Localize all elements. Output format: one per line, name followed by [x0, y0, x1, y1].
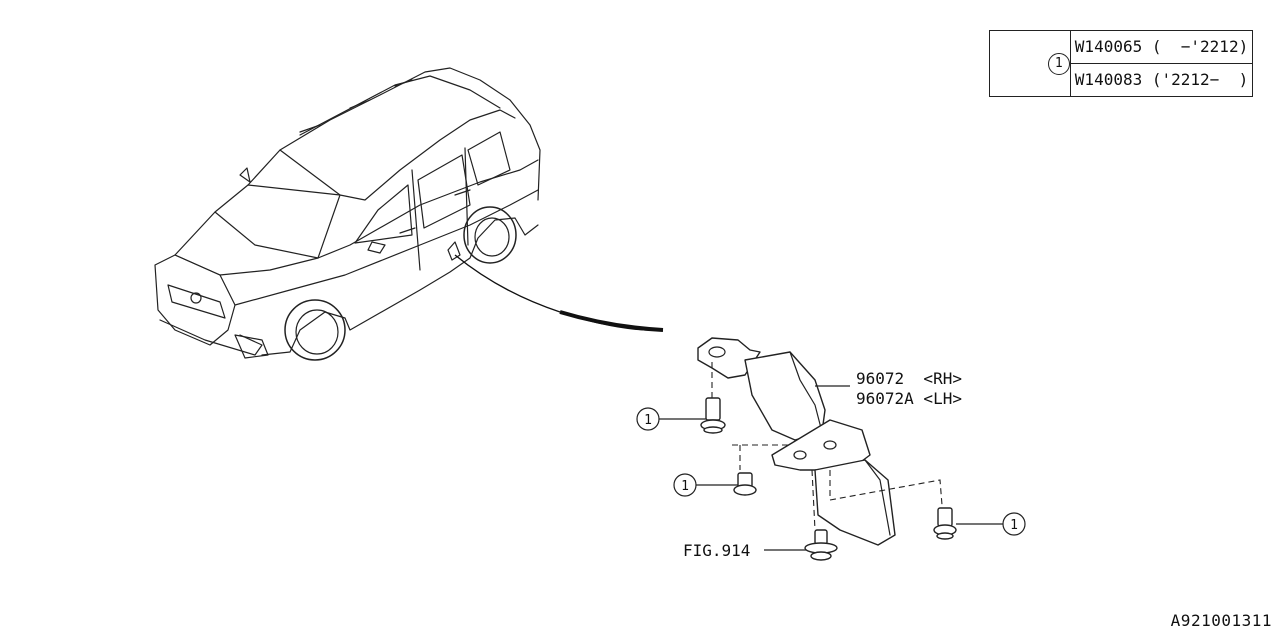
- assembly-line-2: [732, 444, 790, 470]
- parts-table-row: 1 W140065 ( −'2212): [989, 30, 1254, 97]
- svg-text:1: 1: [1010, 518, 1018, 533]
- part-number: W140083: [1074, 70, 1143, 89]
- date-range: ('2212− ): [1151, 70, 1249, 89]
- clip-fastener-2: [733, 472, 757, 496]
- parts-table-cell: W140065 ( −'2212): [1069, 30, 1254, 64]
- callout-ref-1c: 1: [956, 512, 1026, 536]
- diagram-code: A921001311: [1170, 611, 1272, 630]
- parts-table-row: W140083 ('2212− ): [990, 63, 1254, 97]
- vehicle-illustration: [154, 67, 541, 361]
- parts-table-ref: 1: [989, 30, 1071, 97]
- ref-circle: 1: [1047, 53, 1070, 75]
- clip-fastener-3: [933, 507, 957, 540]
- assembly-line-3: [829, 470, 943, 506]
- svg-text:1: 1: [644, 413, 652, 428]
- callout-ref-1a: 1: [636, 407, 706, 431]
- part-label-rh: 96072 <RH>: [856, 369, 962, 388]
- leader-line: [454, 254, 664, 331]
- clip-fastener-1: [700, 397, 726, 434]
- leader-line-thick: [559, 310, 664, 332]
- svg-text:1: 1: [681, 479, 689, 494]
- part-number: W140065: [1074, 37, 1143, 56]
- parts-table-cell: W140083 ('2212− ): [1069, 63, 1254, 97]
- fig-reference: FIG.914: [683, 541, 750, 560]
- push-rivet: [804, 529, 838, 561]
- part-label-lh: 96072A <LH>: [856, 389, 962, 408]
- parts-table: 1 W140065 ( −'2212) W140083 ('2212− ): [989, 30, 1254, 97]
- mud-guard-part: [697, 337, 896, 546]
- date-range: ( −'2212): [1151, 37, 1249, 56]
- assembly-line-4: [811, 469, 816, 531]
- callout-ref-1b: 1: [673, 473, 738, 497]
